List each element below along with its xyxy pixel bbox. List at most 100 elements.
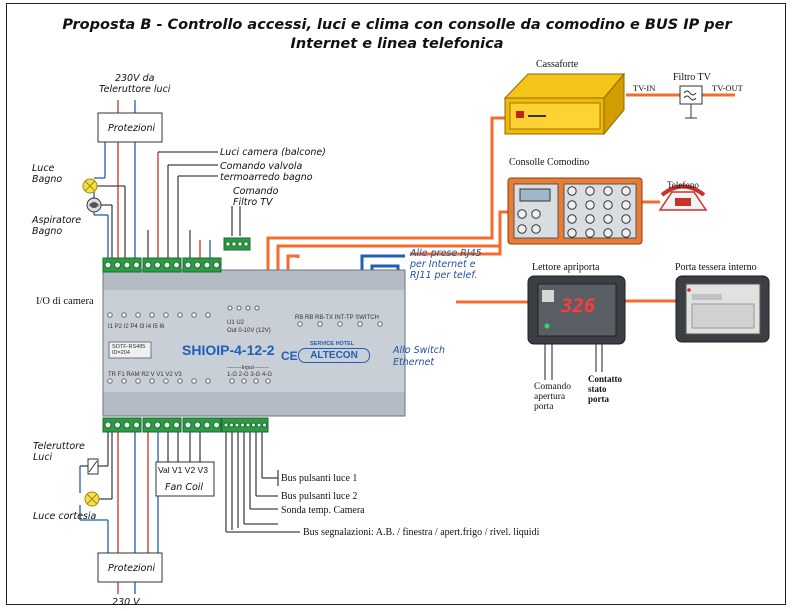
label-sonda: Sonda temp. Camera: [281, 505, 365, 516]
pin-hole: [149, 312, 155, 318]
terminal-screw: [163, 261, 171, 269]
label-fan-coil: Fan Coil: [165, 482, 204, 493]
label-prese-rj45: Alle prese RJ45 per Internet e RJ11 per …: [410, 248, 482, 281]
label-switch: Allo Switch Ethernet: [393, 345, 445, 369]
terminal-screw: [203, 421, 211, 429]
terminal-screw: [114, 261, 121, 269]
label-filtro-tv: Filtro TV: [673, 72, 711, 83]
consolle-button: [567, 186, 577, 196]
pin-hole: [377, 321, 383, 327]
contatto-line-1: Contatto: [588, 374, 622, 384]
terminal-screw: [184, 421, 192, 429]
title-line-2: Internet e linea telefonica: [290, 36, 504, 52]
power-top-line-1: 230V da: [114, 73, 155, 84]
module-ce: CE: [281, 349, 298, 363]
terminal-screw: [154, 421, 161, 429]
consolle-button: [621, 228, 631, 238]
prese-line-2: per Internet e: [410, 259, 476, 270]
pin-hole: [121, 312, 127, 318]
pin-hole: [177, 378, 183, 384]
pin-hole: [205, 312, 211, 318]
consolle-button: [585, 186, 595, 196]
pin-hole: [135, 312, 141, 318]
terminal-screw: [251, 422, 256, 428]
label-power-top: 230V da Teleruttore luci: [99, 73, 170, 95]
label-consolle: Consolle Comodino: [509, 157, 590, 168]
terminal-screw: [104, 261, 112, 269]
consolle-button: [517, 209, 527, 219]
orange-cables: [266, 93, 735, 304]
pin-hole: [135, 378, 141, 384]
pin-hole: [229, 378, 235, 384]
terminal-screw: [123, 261, 131, 269]
consolle-button: [621, 186, 631, 196]
teleruttore-line-2: Luci: [33, 452, 53, 463]
pin-hole: [337, 321, 343, 327]
teleruttore-icon: [87, 458, 99, 475]
switch-line-2: Ethernet: [393, 357, 435, 368]
fan-aspiratore-icon: [86, 197, 102, 213]
module-sticker-line-2: ID=204: [112, 350, 130, 356]
terminal-screw: [223, 422, 229, 428]
label-cassaforte: Cassaforte: [536, 59, 579, 70]
comando-apertura-line-2: apertura: [534, 392, 566, 402]
label-aspiratore: Aspiratore Bagno: [32, 215, 81, 237]
terminal-screw: [203, 261, 211, 269]
pin-hole: [317, 321, 323, 327]
label-comando-apertura: Comando apertura porta: [534, 382, 571, 412]
label-teleruttore: Teleruttore Luci: [33, 441, 85, 463]
terminal-screw: [144, 261, 152, 269]
terminal-screw: [225, 241, 231, 247]
aspiratore-line-1: Aspiratore: [32, 215, 82, 226]
lamp-bagno-icon: [82, 178, 98, 194]
consolle-button: [517, 224, 527, 234]
terminal-screw: [213, 421, 220, 429]
terminal-blocks-top: [102, 237, 251, 273]
label-bus-luce-2: Bus pulsanti luce 2: [281, 491, 358, 502]
pin-hole: [227, 305, 233, 311]
module-out-label: Out 0-10V (12V): [227, 328, 271, 334]
pin-hole: [297, 321, 303, 327]
terminal-screw: [173, 421, 180, 429]
terminal-screw: [123, 421, 131, 429]
comando-valvola-line-1: Comando valvola: [220, 161, 303, 172]
contatto-line-3: porta: [588, 394, 609, 404]
terminal-screw: [262, 422, 267, 428]
pin-hole: [149, 378, 155, 384]
terminal-screws: [104, 241, 383, 429]
pin-hole: [191, 378, 197, 384]
fan-coil-pins: Val V1 V2 V3: [158, 465, 208, 475]
lettore-display: 326: [561, 295, 596, 317]
switch-line-1: Allo Switch: [393, 345, 446, 356]
porta-tessera-image: [675, 275, 770, 343]
module-brand: ALTECON: [298, 348, 370, 363]
label-tv-in: TV-IN: [633, 83, 656, 93]
terminal-screw: [144, 421, 152, 429]
label-lettore: Lettore apriporta: [532, 262, 600, 273]
module-service: SERVICE HOTEL: [310, 341, 355, 347]
terminal-screw: [194, 261, 201, 269]
module-sticker-line-1: SOTF-RS485: [112, 344, 146, 350]
module-top-pins: I1 P2 I2 P4 I3 I4 I5 I6: [108, 324, 165, 330]
terminal-screw: [240, 422, 245, 428]
power-top-line-2: Teleruttore luci: [99, 84, 171, 95]
consolle-button: [603, 186, 613, 196]
label-bus-luce-1: Bus pulsanti luce 1: [281, 473, 358, 484]
consolle-button: [567, 200, 577, 210]
pin-hole: [121, 378, 127, 384]
power-wires: [79, 100, 300, 594]
terminal-screw: [173, 261, 180, 269]
pin-hole: [163, 312, 169, 318]
filtro-tv-icon: [679, 85, 703, 119]
comando-valvola-line-2: termoarredo bagno: [220, 172, 313, 183]
pin-hole: [357, 321, 363, 327]
prese-line-3: RJ11 per telef.: [410, 270, 478, 281]
diagram-title: Proposta B - Controllo accessi, luci e c…: [0, 16, 794, 54]
label-power-bottom: 230 V: [112, 597, 140, 608]
terminal-screw: [229, 422, 234, 428]
title-line-1: Proposta B - Controllo accessi, luci e c…: [62, 17, 732, 33]
module-bottom-pins: TR F1 RAM R2 V V1 V2 V3: [108, 372, 182, 378]
label-comando-filtro: Comando Filtro TV: [233, 186, 278, 208]
telefono-icon: [658, 184, 708, 211]
pin-hole: [163, 378, 169, 384]
